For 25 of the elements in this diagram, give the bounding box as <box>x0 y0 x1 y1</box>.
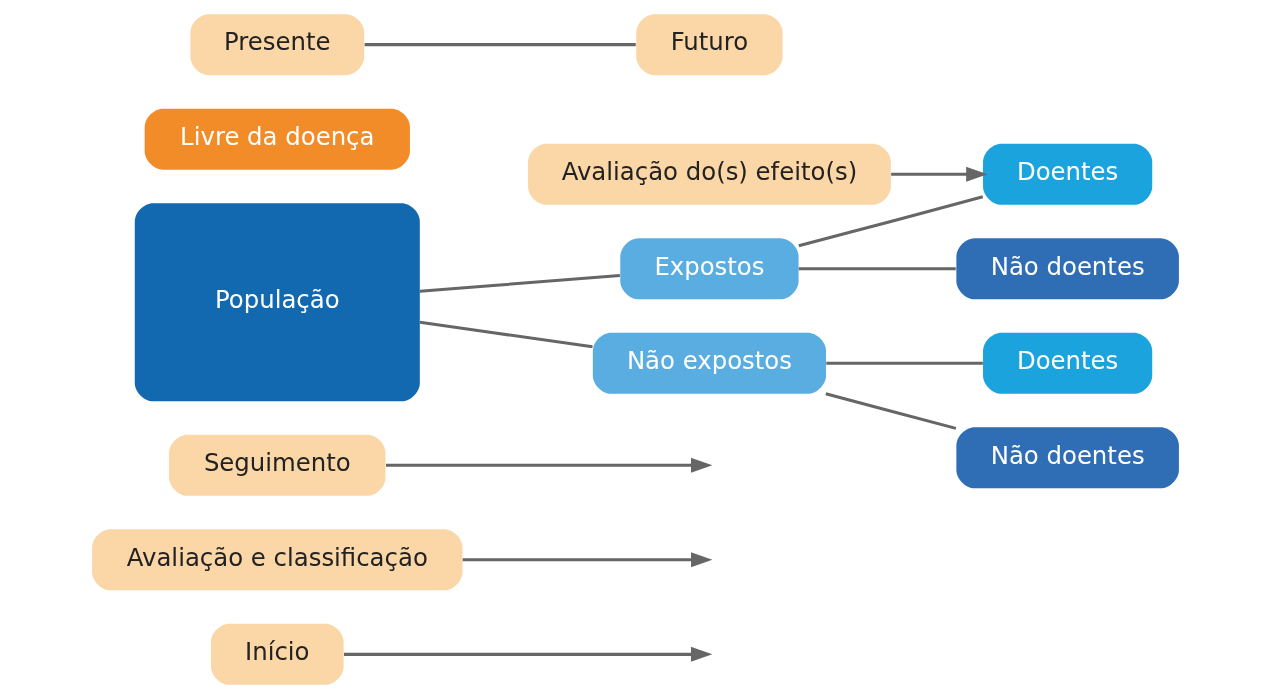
node-box: Avaliação do(s) efeito(s) <box>527 143 891 205</box>
arrow <box>343 646 712 662</box>
node-box: Doentes <box>982 332 1152 394</box>
connector <box>798 267 956 271</box>
node-box: Presente <box>189 14 364 76</box>
connector <box>364 43 636 47</box>
connector <box>825 361 983 365</box>
connector <box>419 274 620 293</box>
connector <box>419 320 593 349</box>
connector <box>797 195 983 248</box>
node-box: Livre da doença <box>144 108 410 170</box>
arrow <box>385 457 712 473</box>
arrow <box>890 166 988 182</box>
node-box: Início <box>210 623 344 685</box>
node-box: Seguimento <box>168 434 385 496</box>
node-box: Expostos <box>619 238 799 300</box>
connector <box>824 392 956 430</box>
node-box: Avaliação e classificação <box>91 529 462 591</box>
node-box: Doentes <box>982 143 1152 205</box>
node-box: Não doentes <box>955 238 1179 300</box>
node-box: Não expostos <box>592 332 826 394</box>
node-box: População <box>134 203 420 402</box>
node-box: Não doentes <box>955 427 1179 489</box>
arrow <box>462 552 712 568</box>
node-box: Futuro <box>635 14 783 76</box>
